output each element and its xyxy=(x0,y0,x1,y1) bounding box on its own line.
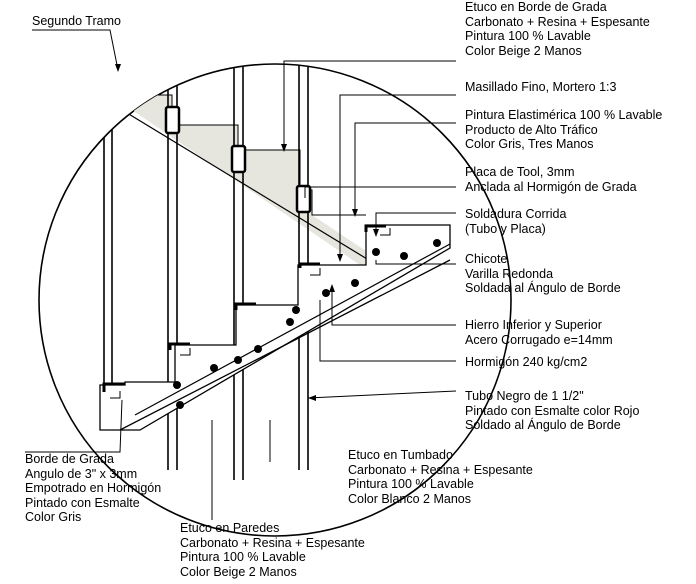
label-hierro: Hierro Inferior y Superior Acero Corruga… xyxy=(465,318,613,347)
label-line: Color Gris xyxy=(25,510,82,524)
label-line: Carbonato + Resina + Espesante xyxy=(180,535,365,550)
label-line: Acero Corrugado e=14mm xyxy=(465,332,613,347)
rebar-dots xyxy=(173,239,441,409)
label-etuco-tumbado: Etuco en Tumbado Carbonato + Resina + Es… xyxy=(348,448,533,506)
label-line: Hierro Inferior y Superior xyxy=(465,318,602,332)
label-line: Pintura 100 % Lavable xyxy=(180,550,306,564)
label-line: Pintura 100 % Lavable xyxy=(348,477,474,491)
label-soldadura: Soldadura Corrida (Tubo y Placa) xyxy=(465,207,566,236)
label-line: Pintado con Esmalte xyxy=(25,495,140,510)
leader-arrowheads xyxy=(115,64,379,401)
lower-flight-slab xyxy=(99,224,451,431)
label-placa-tool: Placa de Tool, 3mm Anclada al Hormigón d… xyxy=(465,165,637,194)
label-line: Soldadura Corrida xyxy=(465,207,567,221)
label-masillado: Masillado Fino, Mortero 1:3 xyxy=(465,80,616,95)
label-tubo-negro: Tubo Negro de 1 1/2" Pintado con Esmalte… xyxy=(465,389,639,433)
label-line: Color Blanco 2 Manos xyxy=(348,491,471,506)
label-etuco-paredes: Etuco en Paredes Carbonato + Resina + Es… xyxy=(180,521,365,579)
label-line: Carbonato + Resina + Espesante xyxy=(465,14,650,29)
label-segundo-tramo: Segundo Tramo xyxy=(32,14,121,29)
label-line: Producto de Alto Tráfico xyxy=(465,122,598,137)
label-line: Varilla Redonda xyxy=(465,266,554,281)
label-hormigon: Hormigón 240 kg/cm2 xyxy=(465,355,587,370)
label-line: Empotrado en Hormigón xyxy=(25,481,162,495)
label-line: Etuco en Paredes xyxy=(180,521,280,535)
label-line: Carbonato + Resina + Espesante xyxy=(348,462,533,477)
label-line: Soldada al Ángulo de Borde xyxy=(465,281,621,295)
label-line: Soldado al Ángulo de Borde xyxy=(465,418,621,432)
label-line: Placa de Tool, 3mm xyxy=(465,165,575,179)
chicote-marks xyxy=(110,228,391,399)
label-line: Chicote xyxy=(465,252,508,266)
upper-flight-underside xyxy=(40,64,372,265)
label-line: Tubo Negro de 1 1/2" xyxy=(465,389,584,403)
step-angles xyxy=(102,224,386,392)
label-line: Color Gris, Tres Manos xyxy=(465,137,594,151)
lower-flight-soffit xyxy=(119,259,451,431)
label-line: Masillado Fino, Mortero 1:3 xyxy=(465,80,617,94)
label-line: Segundo Tramo xyxy=(32,14,121,28)
label-line: Etuco en Borde de Grada xyxy=(465,0,607,14)
label-line: Borde de Grada xyxy=(25,452,114,466)
upper-flight-soffit-line xyxy=(39,64,373,263)
label-line: Pintado con Esmalte color Rojo xyxy=(465,403,640,418)
label-pintura-elastomerica: Pintura Elastimérica 100 % Lavable Produ… xyxy=(465,108,662,152)
label-line: Anclada al Hormigón de Grada xyxy=(465,179,637,194)
vertical-tubes xyxy=(103,64,309,480)
label-line: Etuco en Tumbado xyxy=(348,448,453,462)
label-line: Color Beige 2 Manos xyxy=(180,564,297,579)
leader-lines xyxy=(25,29,457,520)
label-line: Color Beige 2 Manos xyxy=(465,43,582,58)
label-chicote: Chicote Varilla Redonda Soldada al Ángul… xyxy=(465,252,621,296)
handrail-tube-top xyxy=(134,243,451,416)
label-line: Hormigón 240 kg/cm2 xyxy=(465,355,588,369)
detail-circle xyxy=(38,63,512,537)
label-line: (Tubo y Placa) xyxy=(465,221,546,236)
label-etuco-borde-grada: Etuco en Borde de Grada Carbonato + Resi… xyxy=(465,0,650,58)
label-borde-grada: Borde de Grada Angulo de 3" x 3mm Empotr… xyxy=(25,452,161,525)
label-line: Angulo de 3" x 3mm xyxy=(25,466,138,481)
label-line: Pintura Elastimérica 100 % Lavable xyxy=(465,108,663,122)
label-line: Pintura 100 % Lavable xyxy=(465,29,591,43)
